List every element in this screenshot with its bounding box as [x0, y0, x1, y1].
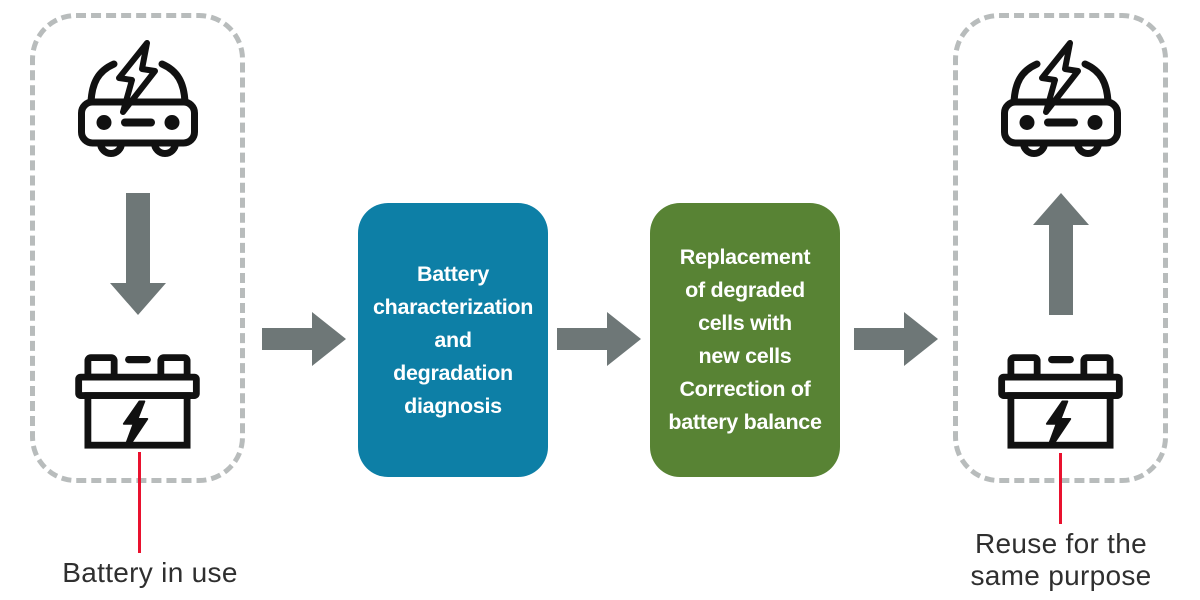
step-line: battery balance	[668, 410, 822, 434]
step-line: diagnosis	[404, 393, 502, 418]
arrow-right-icon	[262, 312, 346, 366]
step-line: characterization	[372, 294, 534, 319]
ev-car-icon	[1000, 40, 1121, 157]
step-line: cells with	[698, 311, 792, 335]
callout-line-reuse	[1059, 453, 1062, 524]
arrow-right-icon	[557, 312, 641, 366]
arrow-right-icon	[854, 312, 938, 366]
step-battery-characterization: Battery characterization and degradation…	[358, 203, 548, 477]
step-line: new cells	[698, 344, 792, 368]
step-line: Replacement	[679, 245, 811, 269]
label-battery-in-use: Battery in use	[20, 557, 280, 589]
step-line: of degraded	[685, 278, 805, 302]
step-line: Battery	[417, 261, 489, 286]
arrow-up-icon	[1032, 193, 1089, 315]
callout-line-battery-in-use	[138, 452, 141, 553]
label-text: Reuse for the	[975, 528, 1147, 559]
battery-icon	[75, 354, 200, 449]
arrow-down-icon	[109, 193, 166, 315]
label-reuse-same-purpose: Reuse for the same purpose	[931, 528, 1191, 592]
stage-reuse-same-purpose	[953, 13, 1168, 483]
ev-car-icon	[77, 40, 198, 157]
label-text: same purpose	[970, 560, 1152, 591]
label-text: Battery in use	[62, 557, 238, 588]
battery-icon	[998, 354, 1123, 449]
step-cell-replacement: Replacement of degraded cells with new c…	[650, 203, 840, 477]
step-line: Correction of	[679, 377, 811, 401]
stage-battery-in-use	[30, 13, 245, 483]
step-line: and	[434, 327, 472, 352]
step-line: degradation	[393, 360, 513, 385]
